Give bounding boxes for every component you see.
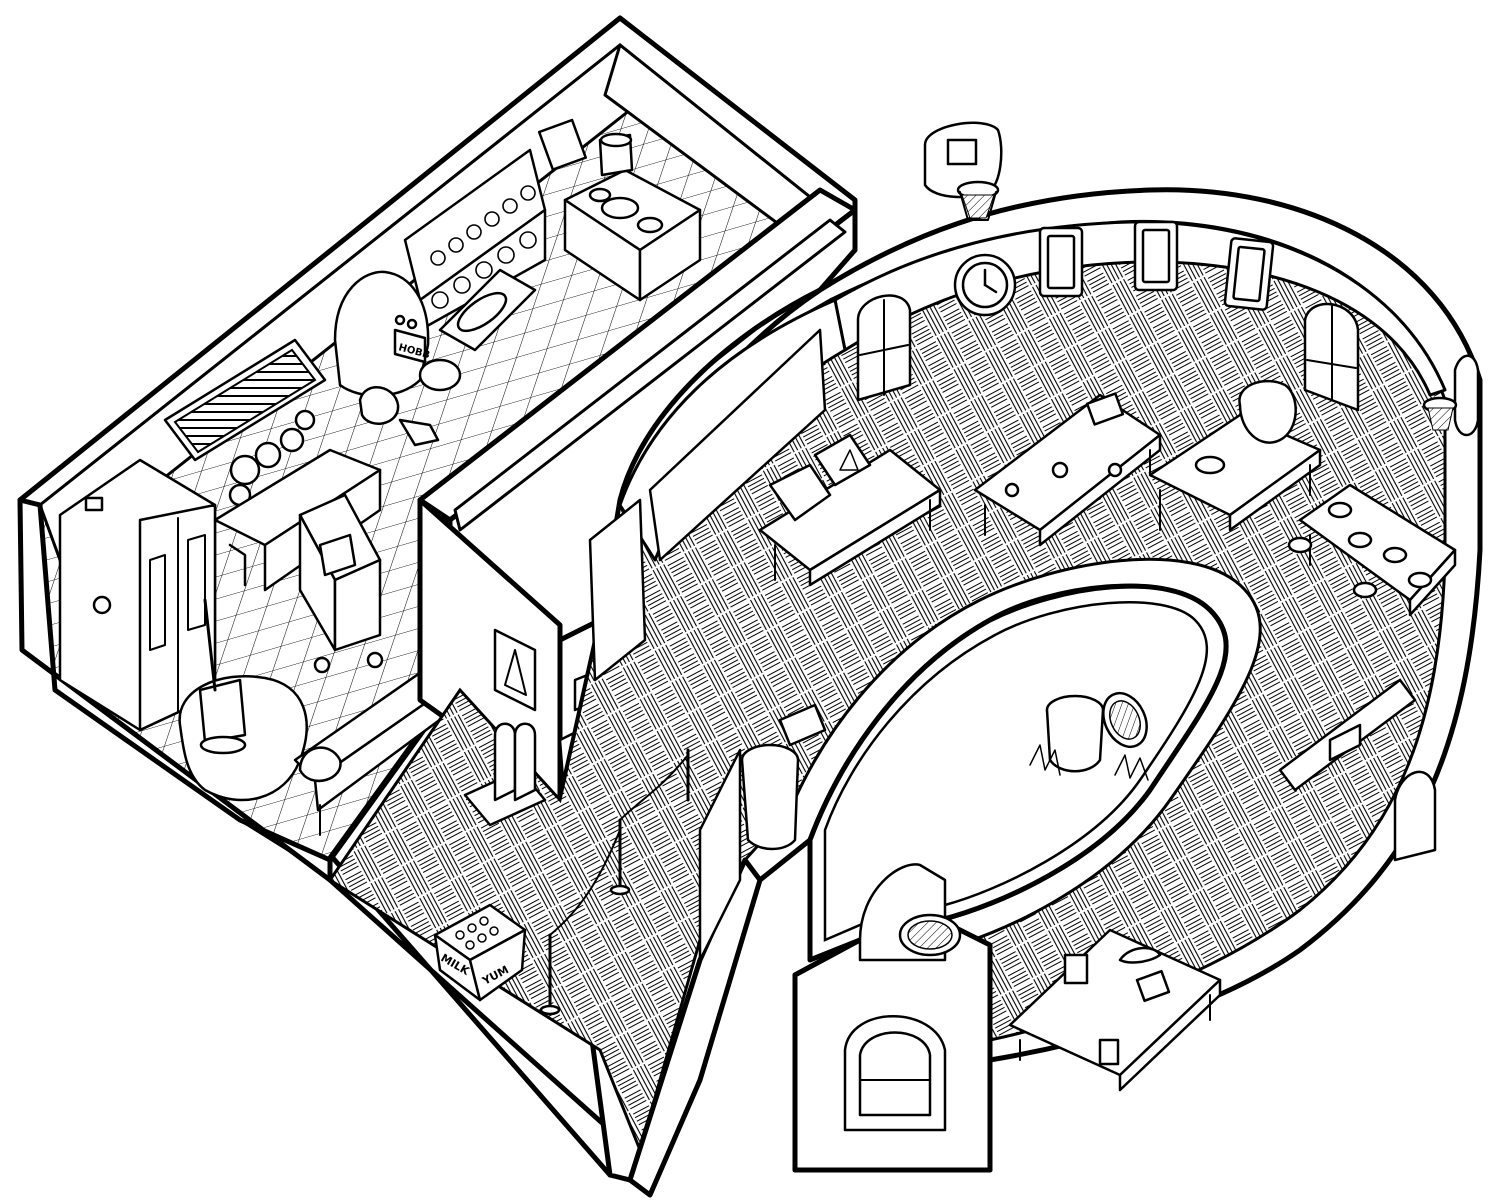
basketball-hoop-right xyxy=(1422,354,1480,437)
left-wall-board xyxy=(648,328,827,562)
window-back-right xyxy=(1303,302,1360,412)
partition-board xyxy=(698,748,742,962)
lunch-table-3 xyxy=(1148,379,1322,532)
front-arched-window xyxy=(843,1015,947,1132)
tray-rack xyxy=(463,722,547,827)
lunch-table-5 xyxy=(1008,928,1222,1092)
fridge xyxy=(58,458,217,732)
front-door xyxy=(858,863,962,962)
robot-mascot: HOBB xyxy=(333,270,462,447)
trash-can xyxy=(740,703,827,851)
courtyard-ground xyxy=(823,600,1209,942)
queue-stanchions xyxy=(539,748,690,1016)
food-trolley xyxy=(298,493,384,674)
pantry-shelf xyxy=(403,148,547,332)
basketball-hoop-top xyxy=(923,121,1003,221)
lunch-table-4 xyxy=(1287,483,1457,617)
wall-clock xyxy=(953,253,1017,317)
milk-crate: MILK YUM xyxy=(433,903,527,1002)
vent-hood xyxy=(163,338,327,462)
right-wall-sign xyxy=(1328,723,1362,762)
left-wall-panel xyxy=(588,498,647,682)
lunch-table-1 xyxy=(758,433,942,587)
lunch-table-2 xyxy=(973,392,1162,547)
prep-table xyxy=(438,268,537,352)
mop-bucket xyxy=(178,598,308,802)
dining-hall: MILK YUM xyxy=(327,121,1483,1198)
hanging-pans xyxy=(228,409,316,507)
kitchen-wall-picture xyxy=(537,118,588,171)
window-back-left xyxy=(856,294,912,402)
stove xyxy=(563,132,702,302)
right-wall-window xyxy=(1393,770,1437,862)
courtyard-well xyxy=(1029,692,1149,781)
